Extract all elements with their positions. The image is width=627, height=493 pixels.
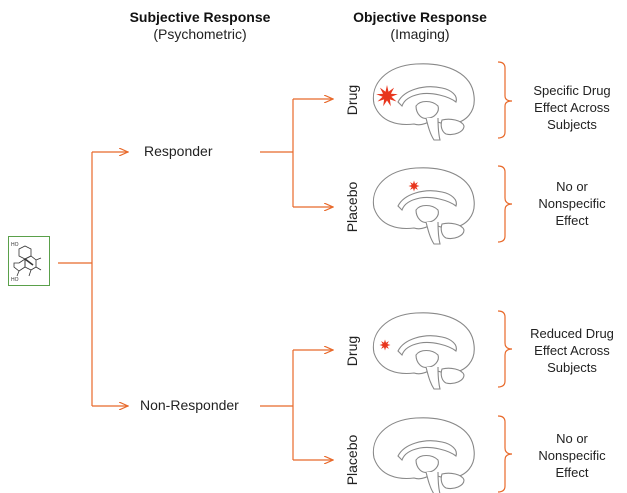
outcome-line: Effect Across xyxy=(534,343,610,358)
bracket-non-responder-drug xyxy=(497,310,513,388)
outcome-line: Specific Drug xyxy=(533,83,611,98)
outcome-responder-drug: Specific Drug Effect Across Subjects xyxy=(520,82,624,133)
brain-cerebellum xyxy=(440,222,465,240)
brain-thalamus xyxy=(415,204,439,223)
outcome-line: Effect Across xyxy=(534,100,610,115)
brain-thalamus xyxy=(415,454,439,473)
outcome-non-responder-placebo: No or Nonspecific Effect xyxy=(520,430,624,481)
brain-cerebellum xyxy=(440,118,465,136)
outcome-line: Nonspecific xyxy=(538,196,606,211)
brain-thalamus xyxy=(415,100,439,119)
bracket-responder-placebo xyxy=(497,165,513,243)
outcome-line: Effect xyxy=(555,213,589,228)
molecule-label-top: HO xyxy=(11,242,19,248)
molecule-structure-icon: HO HO xyxy=(11,242,42,283)
brain-stem xyxy=(425,117,441,141)
brain-diagram xyxy=(372,63,475,141)
activation-small xyxy=(379,339,391,351)
subjective-response-header: Subjective Response (Psychometric) xyxy=(105,9,295,43)
activation-small xyxy=(408,180,420,192)
activation-large xyxy=(376,85,398,107)
outcome-responder-placebo: No or Nonspecific Effect xyxy=(520,178,624,229)
condition-label-non-responder-drug: Drug xyxy=(344,335,360,367)
outcome-non-responder-drug: Reduced Drug Effect Across Subjects xyxy=(520,325,624,376)
brain-diagram xyxy=(372,167,475,245)
brain-diagram xyxy=(372,417,475,493)
condition-label-responder-drug: Drug xyxy=(344,84,360,116)
brain-stem xyxy=(425,221,441,245)
brain-diagram xyxy=(372,312,475,390)
bracket-responder-drug xyxy=(497,61,513,139)
brain-thalamus xyxy=(415,349,439,368)
brain-corpus-callosum xyxy=(397,440,457,462)
outcome-line: No or xyxy=(556,431,588,446)
brain-stem xyxy=(425,471,441,493)
group-label-responder: Responder xyxy=(144,143,213,159)
objective-response-header: Objective Response (Imaging) xyxy=(330,9,510,43)
bracket-non-responder-placebo xyxy=(497,415,513,493)
brain-cerebellum xyxy=(440,472,465,490)
outcome-line: Subjects xyxy=(547,360,597,375)
brain-corpus-callosum xyxy=(397,86,457,108)
objective-title: Objective Response xyxy=(353,9,487,25)
brain-corpus-callosum xyxy=(397,335,457,357)
group-label-non-responder: Non-Responder xyxy=(140,397,239,413)
brain-cerebellum xyxy=(440,367,465,385)
outcome-line: Nonspecific xyxy=(538,448,606,463)
subjective-title: Subjective Response xyxy=(129,9,271,25)
brain-stem xyxy=(425,366,441,390)
outcome-line: Subjects xyxy=(547,117,597,132)
subjective-subtitle: (Psychometric) xyxy=(153,26,247,42)
condition-label-responder-placebo: Placebo xyxy=(344,181,360,233)
outcome-line: Reduced Drug xyxy=(530,326,614,341)
drug-molecule-image: HO HO xyxy=(8,236,50,286)
outcome-line: No or xyxy=(556,179,588,194)
outcome-line: Effect xyxy=(555,465,589,480)
condition-label-non-responder-placebo: Placebo xyxy=(344,434,360,486)
objective-subtitle: (Imaging) xyxy=(390,26,450,42)
molecule-label-bottom: HO xyxy=(11,277,19,283)
brain-corpus-callosum xyxy=(397,190,457,212)
